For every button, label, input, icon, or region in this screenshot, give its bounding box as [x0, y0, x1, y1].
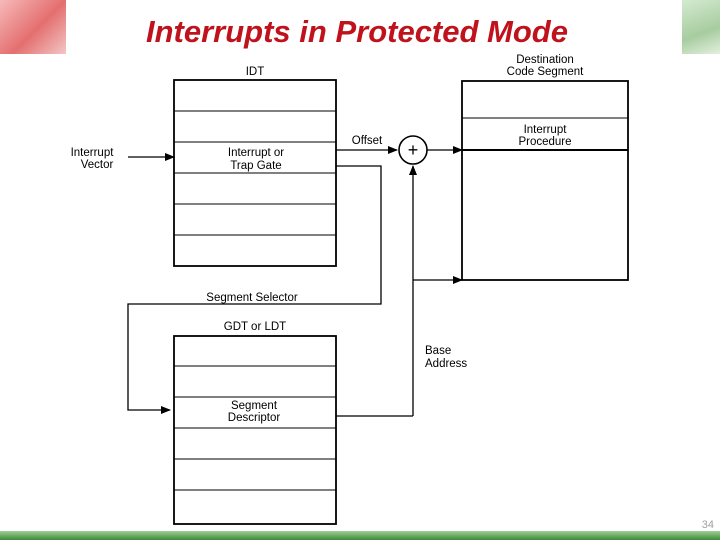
gdt-ldt-table	[173, 335, 337, 525]
corner-decoration-left	[0, 0, 66, 54]
idt-label: IDT	[246, 66, 265, 78]
idt-table	[173, 79, 337, 267]
offset-label: Offset	[352, 135, 383, 147]
destination-label-line1: Destination	[516, 54, 574, 66]
gate-label-line1: Interrupt or	[228, 147, 284, 159]
bottom-bar	[0, 531, 720, 540]
interrupt-vector-line1: Interrupt	[71, 147, 115, 159]
descriptor-label-line2: Descriptor	[228, 412, 281, 424]
destination-code-segment	[461, 80, 629, 281]
destination-label-line2: Code Segment	[507, 66, 585, 78]
base-address-line2: Address	[425, 358, 467, 370]
page-number: 34	[701, 519, 714, 531]
procedure-label-line2: Procedure	[518, 136, 571, 148]
descriptor-label-line1: Segment	[231, 400, 278, 412]
corner-decoration-right	[682, 0, 720, 54]
slide-title: Interrupts in Protected Mode	[146, 14, 568, 49]
base-address-line1: Base	[425, 345, 451, 357]
interrupt-vector-line2: Vector	[81, 159, 114, 171]
procedure-label-line1: Interrupt	[524, 124, 568, 136]
segment-selector-path	[127, 165, 382, 414]
gdt-ldt-label: GDT or LDT	[224, 321, 286, 333]
gate-label-line2: Trap Gate	[230, 160, 281, 172]
plus-sign: +	[408, 140, 419, 160]
segment-selector-label: Segment Selector	[206, 292, 298, 304]
adder-circle: +	[398, 135, 428, 165]
